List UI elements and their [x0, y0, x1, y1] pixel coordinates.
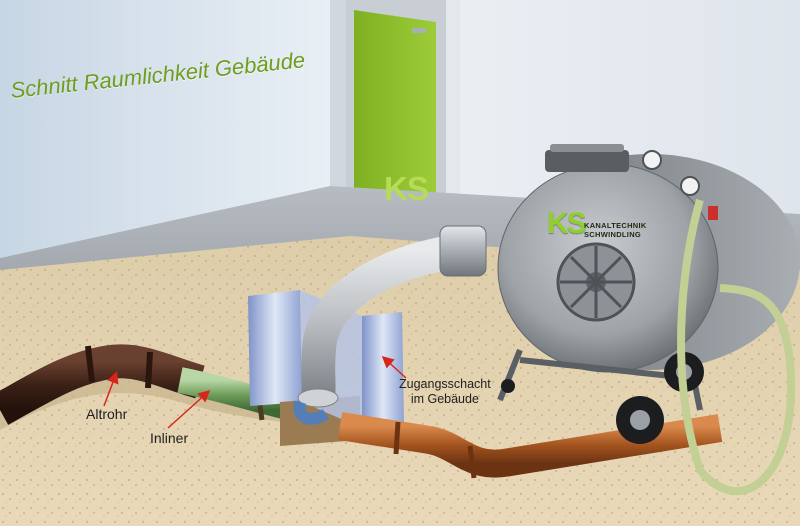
- hose-coupling: [439, 225, 487, 277]
- old-pipe: [0, 344, 205, 425]
- pressure-gauge-icon: [642, 150, 718, 220]
- old-pipe-joint: [145, 351, 153, 389]
- hose-outlet: [293, 400, 330, 425]
- new-pipe-joint: [393, 421, 401, 455]
- machine-logo: KS: [547, 207, 587, 240]
- label-altrohr: Altrohr: [86, 406, 128, 422]
- machine-brand-line1: KANALTECHNIK: [584, 221, 647, 230]
- machine-brand: KANALTECHNIK SCHWINDLING: [584, 221, 647, 239]
- supply-hose: [677, 198, 796, 496]
- hose-nozzle: [297, 388, 339, 408]
- old-pipe-joint: [85, 345, 95, 383]
- arrow-inliner: [167, 389, 211, 429]
- machine-brand-line2: SCHWINDLING: [584, 230, 642, 239]
- new-pipe: [337, 412, 723, 478]
- wall-pillar: [330, 0, 346, 188]
- inversion-hose: [301, 233, 472, 400]
- label-zugangsschacht: Zugangsschacht im Gebäude: [399, 377, 491, 407]
- arrow-altrohr: [103, 371, 119, 407]
- wall-pillar-right: [446, 0, 460, 196]
- door: [354, 10, 436, 210]
- access-shaft-front: [362, 312, 404, 428]
- label-inliner: Inliner: [150, 430, 189, 446]
- left-wall: [0, 0, 330, 258]
- label-zugangsschacht-line2: im Gebäude: [410, 392, 479, 406]
- door-handle: [412, 28, 426, 33]
- access-shaft-back: [248, 290, 302, 406]
- label-zugangsschacht-line1: Zugangsschacht: [399, 377, 491, 391]
- new-pipe-joint: [467, 445, 477, 479]
- machine-wheel-icon: [556, 242, 636, 322]
- door-logo: KS: [384, 170, 429, 207]
- arrow-zugangsschacht: [381, 355, 407, 379]
